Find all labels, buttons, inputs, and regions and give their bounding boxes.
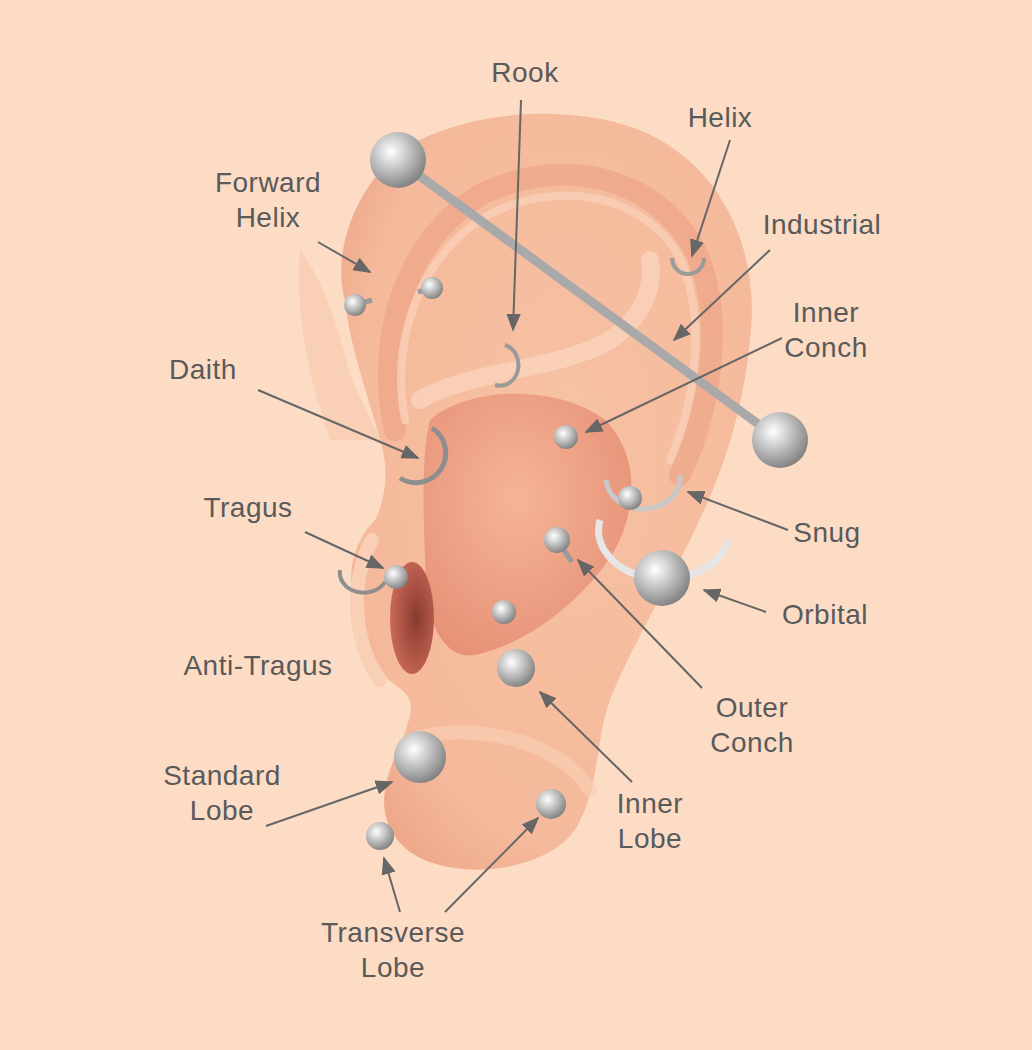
piercing-label: Standard Lobe [163, 758, 281, 828]
piercing-label: Orbital [782, 597, 868, 632]
piercing-label: Inner Conch [784, 295, 867, 365]
piercing-label: Rook [491, 55, 558, 90]
piercing-label: Inner Lobe [617, 786, 683, 856]
piercing-label: Forward Helix [215, 165, 321, 235]
piercing-label: Industrial [763, 207, 882, 242]
piercing-label: Outer Conch [710, 690, 793, 760]
piercing-label: Tragus [203, 490, 292, 525]
piercing-label: Snug [793, 515, 860, 550]
piercing-label: Transverse Lobe [321, 915, 465, 985]
piercing-label: Daith [169, 352, 237, 387]
piercing-label: Anti-Tragus [183, 648, 332, 683]
piercing-label: Helix [688, 100, 753, 135]
